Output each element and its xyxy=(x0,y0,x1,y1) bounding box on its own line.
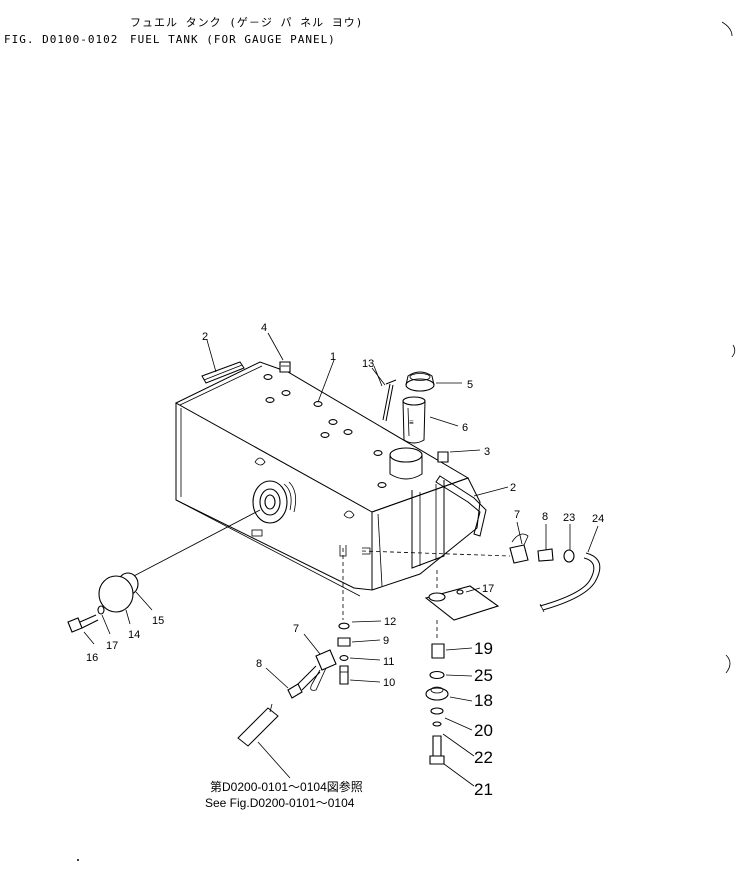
callout-2-top: 2 xyxy=(202,331,208,343)
callout-9: 9 xyxy=(383,635,389,647)
part-2-rail-left xyxy=(201,361,245,384)
leader-lines xyxy=(83,332,599,787)
lower-valve-hose xyxy=(237,649,337,747)
callout-7-left: 7 xyxy=(293,623,299,635)
callout-8-left: 8 xyxy=(256,658,262,670)
figure-code: FIG. D0100-0102 xyxy=(4,33,119,46)
callout-20: 20 xyxy=(474,721,493,740)
callout-12: 12 xyxy=(384,616,396,628)
callout-15: 15 xyxy=(152,615,164,627)
part-13-dipstick xyxy=(382,379,397,422)
callout-4: 4 xyxy=(261,322,267,334)
callout-16: 16 xyxy=(86,652,98,664)
callout-13: 13 xyxy=(362,358,374,370)
callout-8-right: 8 xyxy=(542,511,548,523)
part-6-strainer: ≡ xyxy=(402,396,426,444)
fuel-tank-body xyxy=(174,361,481,597)
mount-stack xyxy=(424,570,500,765)
reference-note-english: See Fig.D0200-0101～0104 xyxy=(205,796,355,810)
part-4-plug xyxy=(279,361,291,373)
callout-21: 21 xyxy=(474,780,493,799)
callout-2-right: 2 xyxy=(510,482,516,494)
right-valve-line xyxy=(361,533,601,613)
callout-10: 10 xyxy=(383,677,395,689)
callout-24: 24 xyxy=(592,513,604,525)
callout-18: 18 xyxy=(474,691,493,710)
callout-17-right: 17 xyxy=(482,583,494,595)
figure-title: FUEL TANK (FOR GAUGE PANEL) xyxy=(130,33,336,46)
callout-11: 11 xyxy=(383,656,394,668)
part-3-plug xyxy=(437,451,449,463)
callout-5: 5 xyxy=(467,379,473,391)
speck xyxy=(77,859,79,861)
reference-note-japanese: 第D0200-0101～0104図参照 xyxy=(210,779,363,794)
callout-14: 14 xyxy=(128,629,140,641)
callout-25: 25 xyxy=(474,666,493,685)
japanese-title: フュエル タンク (ゲ－ジ パ ネル ヨウ) xyxy=(130,16,364,29)
edge-mark xyxy=(725,654,731,674)
callout-22: 22 xyxy=(474,748,493,767)
callout-23: 23 xyxy=(563,512,575,524)
callout-6: 6 xyxy=(462,422,468,434)
part-2-rail-right xyxy=(435,475,487,537)
part-5-cap xyxy=(405,371,435,392)
callout-19: 19 xyxy=(474,639,493,658)
callout-7-right: 7 xyxy=(514,509,520,521)
callout-1: 1 xyxy=(330,351,336,363)
corner-mark xyxy=(721,21,733,37)
svg-text:≡: ≡ xyxy=(409,418,414,427)
callout-17-left: 17 xyxy=(106,640,118,652)
edge-mark xyxy=(731,344,736,358)
callout-3: 3 xyxy=(484,446,490,458)
drain-assembly xyxy=(337,545,351,685)
gauge-port-assembly xyxy=(67,509,261,633)
